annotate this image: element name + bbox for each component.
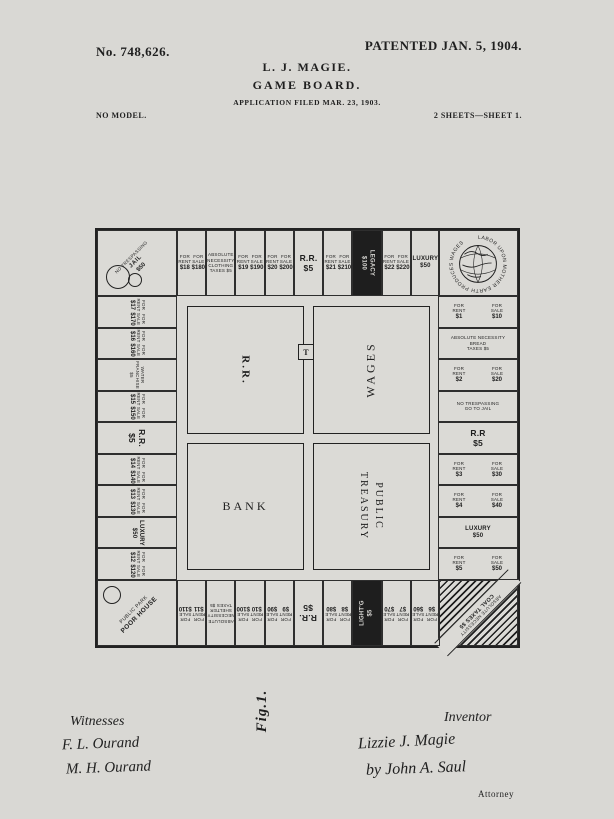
application-line: APPLICATION FILED MAR. 23, 1903. [233, 98, 381, 107]
poor-house-text: PUBLIC PARK POOR HOUSE [118, 594, 159, 635]
bank-label: BANK [222, 498, 269, 513]
wages-label: WAGES [364, 341, 378, 398]
padlock-icon [106, 265, 130, 289]
corner-mother-earth: LABOR UPON MOTHER EARTH PRODUCES WAGES [438, 230, 518, 296]
corner-coal: ABSOLUTE NECESSITY COAL TAXES $5 [434, 569, 522, 657]
svg-text:LABOR UPON MOTHER EARTH PRODUC: LABOR UPON MOTHER EARTH PRODUCES WAGES [449, 235, 508, 294]
witnesses-label: Witnesses [70, 714, 125, 729]
game-board: NO TRESPASSING JAIL $50 LABOR UPON MOTHE… [95, 228, 522, 657]
railroad-center-box: R.R. [187, 306, 304, 434]
figure-label: Fig.1. [253, 689, 270, 733]
header-center: L. J. MAGIE. GAME BOARD. APPLICATION FIL… [0, 60, 614, 107]
globe-motto: LABOR UPON MOTHER EARTH PRODUCES WAGES [449, 235, 507, 294]
ticket-box: T [297, 344, 314, 361]
board-space-railroad-right: R.R$5 [438, 422, 518, 454]
witness-signature-1: F. L. Ourand [61, 734, 140, 754]
park-circle-icon [103, 586, 121, 604]
patent-date: PATENTED JAN. 5, 1904. [364, 38, 522, 53]
bank-box: BANK [187, 442, 304, 570]
board-space-lighting-franchise: LIGHT'G$5 [352, 580, 382, 646]
corner-jail: NO TRESPASSING JAIL $50 [97, 230, 177, 296]
board-space-luxury-top: LUXURY$50 [410, 230, 440, 296]
board-space-luxury-left: LUXURY$50 [97, 516, 177, 549]
board-space-railroad-top: R.R.$5 [293, 230, 324, 296]
patent-number: No. 748,626. [96, 44, 170, 59]
sheet-label: 2 SHEETS—SHEET 1. [433, 111, 522, 120]
attorney-label: Attorney [478, 789, 514, 799]
board-space-railroad-left: R.R.$5 [97, 422, 177, 454]
no-model-label: NO MODEL. [96, 111, 147, 120]
wages-box: WAGES [313, 306, 430, 434]
padlock-shackle-icon [128, 273, 142, 287]
inventor-signature: Lizzie J. Magie [357, 730, 456, 753]
inventor-label: Inventor [444, 710, 492, 725]
attorney-signature: by John A. Saul [365, 758, 467, 779]
board-space-railroad-bottom: R.R.$5 [293, 580, 324, 646]
globe-icon: LABOR UPON MOTHER EARTH PRODUCES WAGES [449, 235, 508, 294]
document-title: GAME BOARD. [252, 78, 362, 92]
corner-poor-house: PUBLIC PARK POOR HOUSE [97, 580, 177, 646]
witness-signature-2: M. H. Ourand [65, 758, 152, 778]
board-space-luxury-right: LUXURY$50 [438, 516, 518, 549]
inventor-line: L. J. MAGIE. [262, 60, 352, 74]
board-space-legacy: LEGACY$100 [352, 230, 382, 296]
railroad-center-label: R.R. [239, 355, 252, 385]
